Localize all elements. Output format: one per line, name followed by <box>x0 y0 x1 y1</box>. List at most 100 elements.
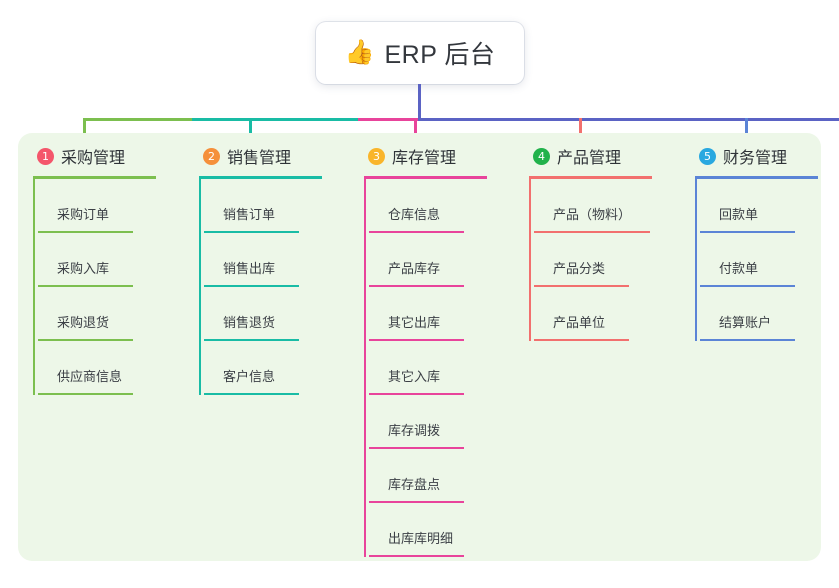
leaf-underline <box>700 339 795 341</box>
leaf-label: 产品单位 <box>553 315 606 330</box>
drop-connector-2 <box>249 118 252 147</box>
drop-connector-1 <box>83 118 86 147</box>
leaf-node[interactable]: 采购入库 <box>38 233 133 287</box>
drop-connector-5 <box>745 118 748 147</box>
branch-children: 回款单付款单结算账户 <box>695 179 839 341</box>
branch-spine <box>199 179 201 395</box>
branch-underline <box>199 176 322 179</box>
leaf-node[interactable]: 结算账户 <box>700 287 795 341</box>
branch-children: 销售订单销售出库销售退货客户信息 <box>199 179 365 395</box>
leaf-label: 销售订单 <box>223 207 276 222</box>
leaf-label: 销售退货 <box>223 315 276 330</box>
branch-column-5: 5 财务管理回款单付款单结算账户 <box>695 143 839 341</box>
leaf-label: 客户信息 <box>223 369 276 384</box>
leaf-label: 结算账户 <box>719 315 772 330</box>
leaf-underline <box>204 393 299 395</box>
branch-number-badge: 2 <box>203 147 220 165</box>
branch-spine <box>695 179 697 341</box>
leaf-label: 采购退货 <box>57 315 110 330</box>
leaf-label: 采购订单 <box>57 207 110 222</box>
leaf-node[interactable]: 销售退货 <box>204 287 299 341</box>
leaf-underline <box>369 393 464 395</box>
leaf-node[interactable]: 产品分类 <box>534 233 629 287</box>
leaf-label: 采购入库 <box>57 261 110 276</box>
branch-title: 库存管理 <box>392 150 457 167</box>
leaf-underline <box>369 285 464 287</box>
branch-underline <box>695 176 818 179</box>
leaf-underline <box>369 339 464 341</box>
leaf-node[interactable]: 销售出库 <box>204 233 299 287</box>
leaf-underline <box>700 285 795 287</box>
branch-children: 仓库信息产品库存其它出库其它入库库存调拨库存盘点出库库明细 <box>364 179 530 557</box>
leaf-node[interactable]: 库存盘点 <box>369 449 464 503</box>
branch-spine <box>529 179 531 341</box>
branch-underline <box>364 176 487 179</box>
branch-number-badge: 1 <box>37 147 54 165</box>
leaf-node[interactable]: 客户信息 <box>204 341 299 395</box>
leaf-node[interactable]: 供应商信息 <box>38 341 133 395</box>
leaf-underline <box>204 339 299 341</box>
leaf-node[interactable]: 仓库信息 <box>369 179 464 233</box>
leaf-label: 产品库存 <box>388 261 441 276</box>
leaf-label: 付款单 <box>719 261 759 276</box>
leaf-underline <box>369 501 464 503</box>
leaf-underline <box>38 393 133 395</box>
leaf-label: 库存盘点 <box>388 477 441 492</box>
leaf-underline <box>369 447 464 449</box>
branch-header-2[interactable]: 2 销售管理 <box>199 143 365 169</box>
leaf-label: 仓库信息 <box>388 207 441 222</box>
leaf-node[interactable]: 回款单 <box>700 179 795 233</box>
drop-connector-4 <box>579 118 582 147</box>
branch-header-3[interactable]: 3 库存管理 <box>364 143 530 169</box>
branch-number-badge: 3 <box>368 147 385 165</box>
branch-number-badge: 5 <box>699 147 716 165</box>
leaf-underline <box>204 285 299 287</box>
leaf-underline <box>534 231 650 233</box>
leaf-node[interactable]: 产品（物料） <box>534 179 650 233</box>
leaf-node[interactable]: 其它入库 <box>369 341 464 395</box>
leaf-node[interactable]: 付款单 <box>700 233 795 287</box>
root-node[interactable]: 👍 ERP 后台 <box>316 22 524 84</box>
leaf-node[interactable]: 产品库存 <box>369 233 464 287</box>
leaf-underline <box>38 285 133 287</box>
leaf-underline <box>700 231 795 233</box>
thumbs-up-icon: 👍 <box>344 39 375 66</box>
branch-title: 采购管理 <box>61 150 126 167</box>
branch-children: 产品（物料） 产品分类产品单位 <box>529 179 695 341</box>
bus-segment-4 <box>418 118 839 121</box>
leaf-label: 供应商信息 <box>57 369 123 384</box>
leaf-node[interactable]: 销售订单 <box>204 179 299 233</box>
branch-column-2: 2 销售管理销售订单销售出库销售退货客户信息 <box>199 143 365 395</box>
branch-underline <box>33 176 156 179</box>
branch-underline <box>529 176 652 179</box>
leaf-label: 产品（物料） <box>553 207 632 222</box>
leaf-node[interactable]: 库存调拨 <box>369 395 464 449</box>
leaf-label: 回款单 <box>719 207 759 222</box>
leaf-node[interactable]: 其它出库 <box>369 287 464 341</box>
leaf-underline <box>369 555 464 557</box>
drop-connector-3 <box>414 118 417 147</box>
leaf-node[interactable]: 采购订单 <box>38 179 133 233</box>
leaf-label: 产品分类 <box>553 261 606 276</box>
leaf-underline <box>369 231 464 233</box>
root-stem-connector <box>418 84 421 119</box>
branch-column-1: 1 采购管理采购订单采购入库采购退货供应商信息 <box>33 143 199 395</box>
leaf-underline <box>534 285 629 287</box>
branch-children: 采购订单采购入库采购退货供应商信息 <box>33 179 199 395</box>
branch-title: 销售管理 <box>227 150 292 167</box>
leaf-node[interactable]: 产品单位 <box>534 287 629 341</box>
leaf-label: 其它出库 <box>388 315 441 330</box>
leaf-underline <box>38 231 133 233</box>
leaf-label: 库存调拨 <box>388 423 441 438</box>
branch-title: 产品管理 <box>557 150 622 167</box>
branch-header-1[interactable]: 1 采购管理 <box>33 143 199 169</box>
bus-segment-1 <box>83 118 193 121</box>
branch-title: 财务管理 <box>723 150 788 167</box>
leaf-node[interactable]: 采购退货 <box>38 287 133 341</box>
branch-spine <box>364 179 366 557</box>
leaf-node[interactable]: 出库库明细 <box>369 503 464 557</box>
diagram-panel <box>18 133 821 561</box>
branch-header-5[interactable]: 5 财务管理 <box>695 143 839 169</box>
